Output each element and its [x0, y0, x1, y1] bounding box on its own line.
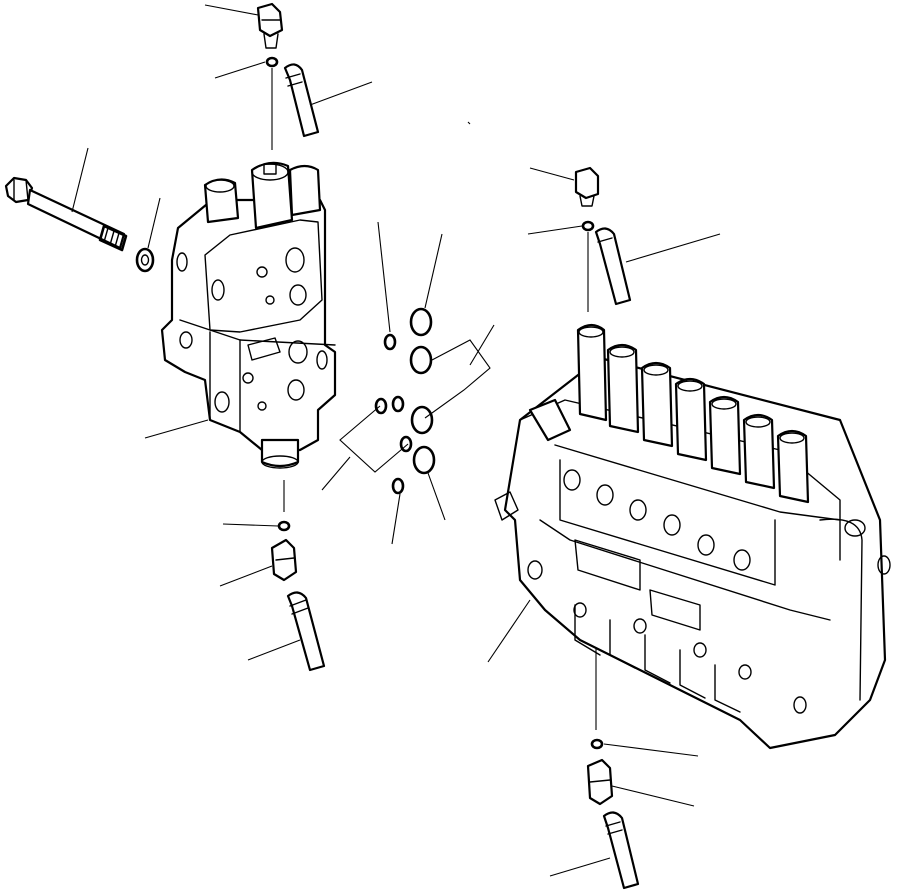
top-fittings-right [574, 166, 632, 312]
valve-assembly-multi [494, 323, 891, 750]
bottom-fittings-left [270, 480, 326, 672]
washer [135, 247, 155, 273]
valve-section-single [160, 161, 337, 469]
o-ring-set [374, 307, 436, 495]
tie-bolt [4, 176, 128, 252]
hose-nipple [283, 63, 320, 138]
elbow-fitting [256, 2, 284, 150]
bottom-fittings-right [586, 648, 640, 890]
leader-lines [71, 4, 721, 877]
